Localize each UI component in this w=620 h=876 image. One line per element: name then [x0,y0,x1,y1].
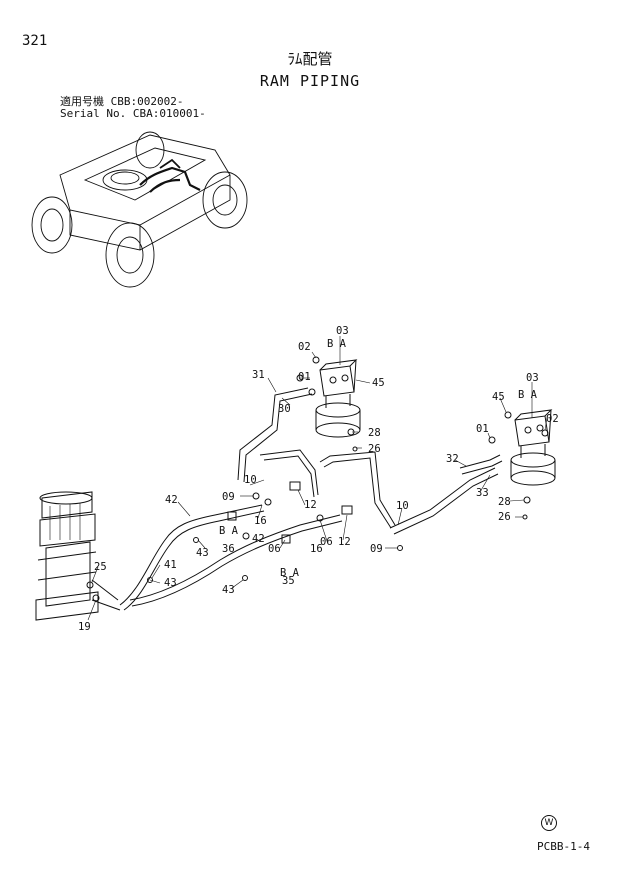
callout-03: 03 [526,372,539,384]
callout-43: 43 [164,577,177,589]
callout-25: 25 [94,561,107,573]
callout-06: 06 [320,536,333,548]
callout-41: 41 [164,559,177,571]
title-english: RAM PIPING [259,72,361,90]
callout-12: 12 [338,536,351,548]
callout-33: 33 [476,487,489,499]
corner-mark: W [541,815,557,831]
callout-42: 42 [252,533,265,545]
callout-02: 02 [546,413,559,425]
callout-26: 26 [368,443,381,455]
callout-06: 06 [268,543,281,555]
callout-12: 12 [304,499,317,511]
callout-35: 35 [282,575,295,587]
callout-09: 09 [370,543,383,555]
callout-10: 10 [396,500,409,512]
callout-ba: B A [219,525,239,537]
callout-ba: B A [327,338,347,350]
callout-28: 28 [498,496,511,508]
callout-42: 42 [165,494,178,506]
page-number: 321 [22,33,48,49]
callout-28: 28 [368,427,381,439]
callout-45: 45 [492,391,505,403]
ram-cylinder-right [510,409,556,486]
callout-16: 16 [310,543,323,555]
callout-02: 02 [298,341,311,353]
callout-labels: 03 B A 02 01 45 31 30 28 26 10 09 42 16 … [78,325,559,633]
swivel-joint [35,491,99,621]
callout-ba: B A [518,389,538,401]
serial-line-1: 適用号機 CBB:002002- [60,95,184,108]
callout-26: 26 [498,511,511,523]
machine-overview-sketch [31,131,248,288]
title-japanese: ﾗﾑ配管 [287,50,333,68]
ram-cylinder-left [315,359,361,438]
callout-03: 03 [336,325,349,337]
callout-30: 30 [278,403,291,415]
callout-31: 31 [252,369,265,381]
callout-09: 09 [222,491,235,503]
diagram-code: PCBB-1-4 [537,840,590,853]
callout-19: 19 [78,621,91,633]
leader-lines [87,336,548,621]
callout-36: 36 [222,543,235,555]
serial-line-2: Serial No. CBA:010001- [60,107,206,120]
callout-43: 43 [196,547,209,559]
callout-01: 01 [476,423,489,435]
tubes [91,387,503,611]
callout-16: 16 [254,515,267,527]
callout-45: 45 [372,377,385,389]
fittings [86,356,549,602]
callout-01: 01 [298,371,311,383]
callout-43: 43 [222,584,235,596]
callout-32: 32 [446,453,459,465]
callout-10: 10 [244,474,257,486]
callout-ba: B A [280,567,300,579]
